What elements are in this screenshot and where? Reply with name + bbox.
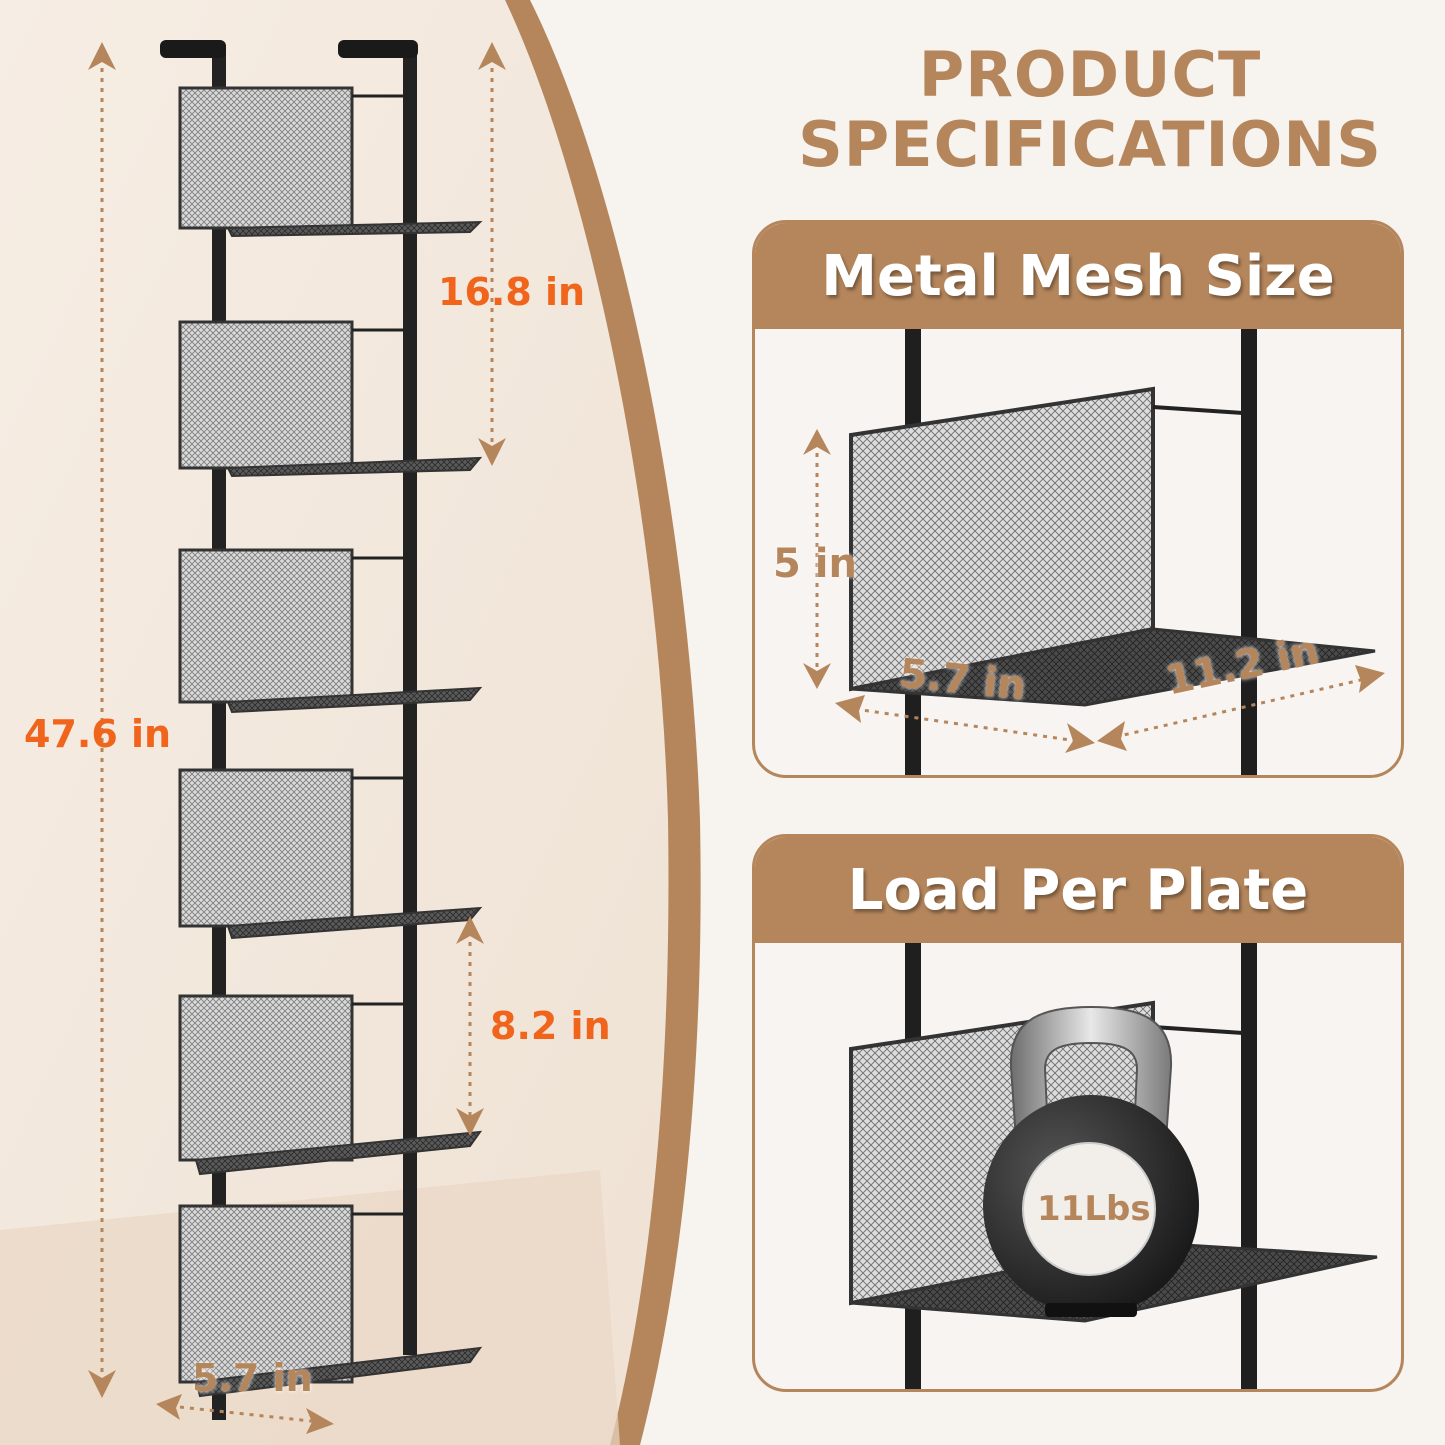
shelf-1: [178, 86, 483, 238]
shelf-5: [178, 994, 483, 1176]
shelf-6: [178, 1204, 483, 1398]
mesh-size-panel: Metal Mesh Size 5 in 5.7 in 1: [752, 220, 1404, 778]
depth-label: 5.7 in: [192, 1356, 313, 1400]
shelf-rack-illustration: [88, 40, 506, 1434]
lower-spacing-label: 8.2 in: [490, 1004, 611, 1048]
shelf-3: [178, 548, 483, 714]
kettlebell-weight-label: 11Lbs: [1037, 1189, 1151, 1229]
mesh-size-heading: Metal Mesh Size: [755, 223, 1401, 329]
shelf-2: [178, 320, 483, 478]
mesh-shelf-closeup: [803, 329, 1385, 775]
title-line-2: SPECIFICATIONS: [798, 108, 1382, 181]
total-height-label: 47.6 in: [24, 712, 172, 756]
title-line-1: PRODUCT: [918, 38, 1262, 111]
page-title: PRODUCT SPECIFICATIONS: [760, 40, 1420, 180]
load-per-plate-heading: Load Per Plate: [755, 837, 1401, 943]
shelf-4: [178, 768, 483, 940]
mesh-height-label: 5 in: [773, 541, 857, 587]
kettlebell-shelf-closeup: [849, 943, 1378, 1389]
shelf-spacing-label: 16.8 in: [438, 270, 586, 314]
load-per-plate-panel: Load Per Plate: [752, 834, 1404, 1392]
